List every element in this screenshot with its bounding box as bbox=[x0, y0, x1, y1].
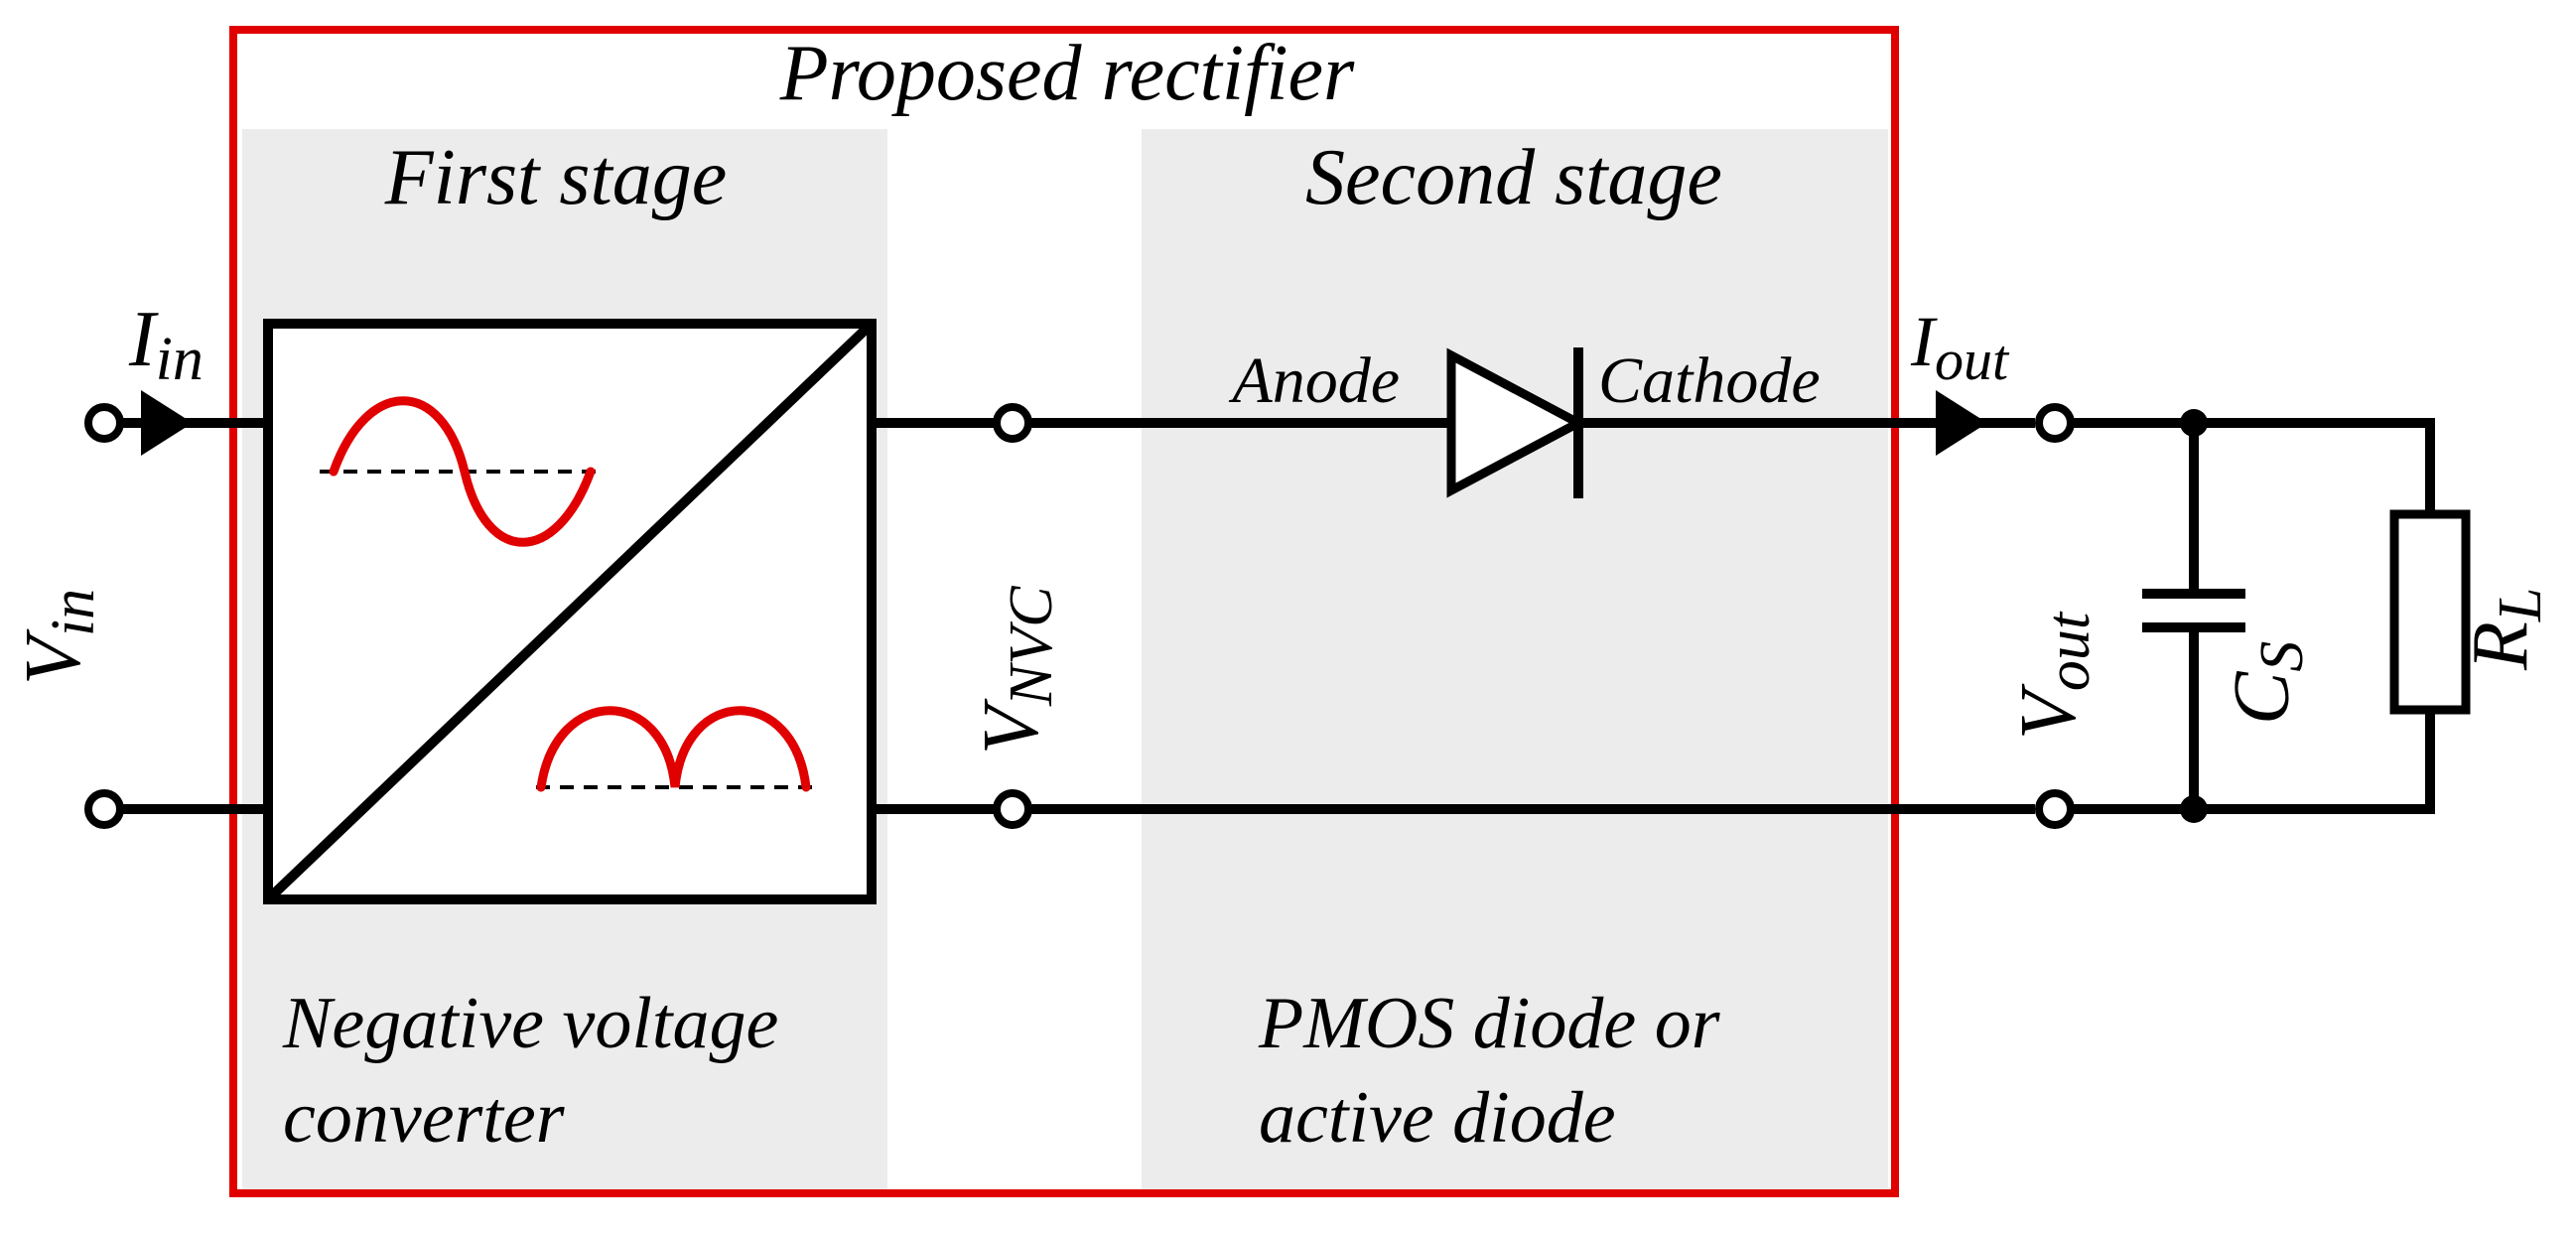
junction-dot-top bbox=[2180, 409, 2208, 437]
storage-capacitor-label: CS bbox=[2219, 641, 2316, 725]
input-current-arrow bbox=[141, 390, 193, 456]
nvc-terminal-top bbox=[993, 403, 1032, 443]
storage-capacitor-symbol bbox=[2142, 589, 2245, 632]
load-resistor-symbol bbox=[2389, 509, 2471, 715]
second-stage-title: Second stage bbox=[1305, 134, 1722, 221]
first-stage-title: First stage bbox=[384, 134, 727, 221]
junction-dot-bottom bbox=[2180, 795, 2208, 823]
second-stage-region bbox=[1142, 129, 1888, 1191]
diode-symbol bbox=[1446, 347, 1588, 498]
output-current-label: Iout bbox=[1910, 302, 2010, 392]
nvc-voltage-label: VNVC bbox=[968, 586, 1065, 755]
input-terminal-bottom bbox=[84, 789, 124, 829]
input-voltage-label: Vin bbox=[10, 589, 107, 685]
rectified-waveform-icon bbox=[536, 706, 812, 792]
ac-sine-waveform-icon bbox=[320, 396, 601, 547]
load-resistor-label: RL bbox=[2457, 588, 2554, 671]
second-stage-description-line1: PMOS diode or bbox=[1258, 983, 1721, 1064]
output-current-arrow bbox=[1936, 390, 1987, 456]
nvc-terminal-bottom bbox=[993, 789, 1032, 829]
first-stage-description-line2: converter bbox=[283, 1077, 566, 1159]
cathode-label: Cathode bbox=[1598, 344, 1821, 417]
second-stage-description-line2: active diode bbox=[1259, 1077, 1616, 1159]
first-stage-description-line1: Negative voltage bbox=[282, 983, 778, 1064]
output-terminal-top bbox=[2035, 403, 2075, 443]
proposed-rectifier-title: Proposed rectifier bbox=[779, 30, 1355, 117]
input-current-label: Iin bbox=[128, 296, 203, 393]
output-terminal-bottom bbox=[2035, 789, 2075, 829]
input-terminal-top bbox=[84, 403, 124, 443]
negative-voltage-converter-block bbox=[263, 319, 877, 904]
anode-label: Anode bbox=[1228, 344, 1400, 417]
proposed-rectifier-frame bbox=[229, 26, 1899, 1197]
output-voltage-label: Vout bbox=[2005, 611, 2102, 740]
